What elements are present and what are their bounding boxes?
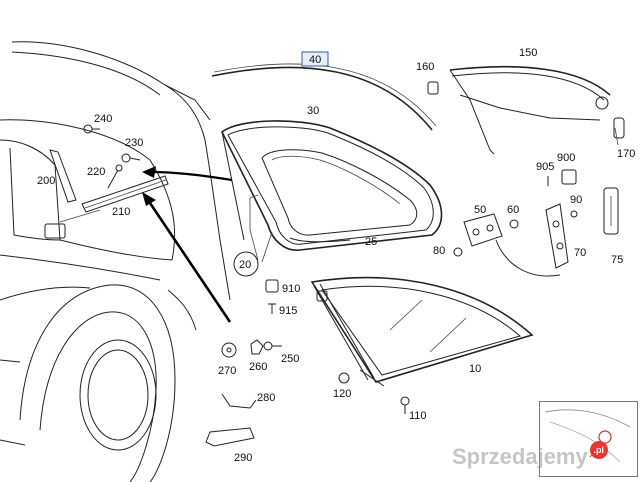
part-labels: 40 30 160 150 170 240 230 220 200 210 90… [37,47,635,464]
regulator-150 [449,65,625,155]
label-90: 90 [570,194,582,206]
label-20: 20 [239,259,251,271]
car-body-outline [0,41,231,482]
label-200: 200 [37,175,55,187]
label-160: 160 [416,61,434,73]
label-150: 150 [519,47,537,59]
label-170: 170 [617,148,635,160]
label-220: 220 [87,166,105,178]
label-25: 25 [365,236,377,248]
seal-25 [289,237,351,243]
watermark-text: Sprzedajemy [452,444,588,469]
lock-mechanism [453,169,619,277]
trim-200-210 [49,149,169,213]
label-915: 915 [279,305,297,317]
label-230: 230 [125,137,143,149]
label-30: 30 [307,105,319,117]
clip-160 [427,81,439,95]
label-280: 280 [257,392,275,404]
glass-10 [310,276,534,387]
label-910: 910 [282,283,300,295]
label-60: 60 [507,204,519,216]
overview-thumbnail [539,401,638,477]
label-240: 240 [94,113,112,125]
label-120: 120 [333,388,351,400]
label-110: 110 [409,410,427,422]
screws-240-230-220 [83,124,141,189]
label-900: 900 [557,152,575,164]
label-70: 70 [574,247,586,259]
label-75: 75 [611,254,623,266]
label-260: 260 [249,361,267,373]
label-40: 40 [309,54,321,66]
label-290: 290 [234,452,252,464]
label-10: 10 [469,363,481,375]
seal-40-strip [211,66,433,131]
watermark: Sprzedajemy.pl [452,440,638,474]
label-80: 80 [433,245,445,257]
label-50: 50 [474,204,486,216]
label-box-40 [301,51,329,67]
assembly-arrows [142,166,233,323]
label-circle-20 [233,251,259,277]
window-frame-30 [220,120,443,251]
small-fasteners [205,279,410,447]
label-210: 210 [112,206,130,218]
label-250: 250 [281,353,299,365]
label-905: 905 [536,161,554,173]
watermark-badge: .pl [589,441,608,459]
label-270: 270 [218,365,236,377]
